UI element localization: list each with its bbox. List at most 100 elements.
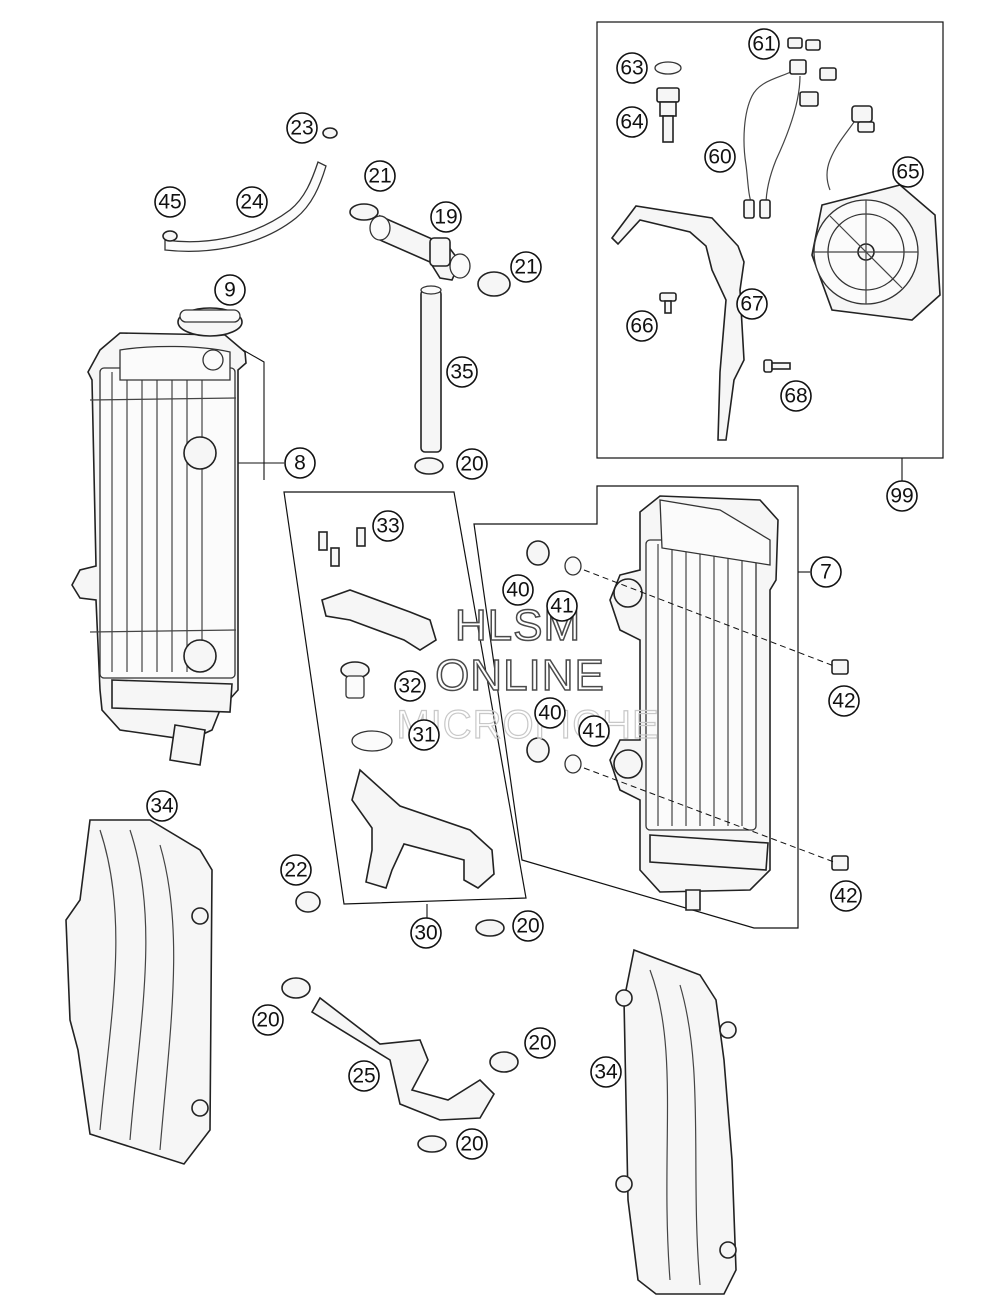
svg-text:40: 40 bbox=[538, 702, 561, 725]
svg-text:41: 41 bbox=[550, 595, 573, 618]
thermostat-housing-lower bbox=[351, 768, 495, 889]
svg-text:23: 23 bbox=[290, 117, 313, 140]
svg-text:35: 35 bbox=[450, 361, 473, 384]
callout-42-upper: 42 bbox=[828, 685, 860, 717]
bolt-42-lower bbox=[831, 855, 849, 871]
callout-40-upper: 40 bbox=[502, 574, 534, 606]
callout-65: 65 bbox=[892, 156, 924, 188]
callout-68: 68 bbox=[780, 380, 812, 412]
clamp-20-left bbox=[281, 977, 311, 999]
o-ring-31 bbox=[351, 730, 393, 752]
svg-text:68: 68 bbox=[784, 385, 807, 408]
svg-text:19: 19 bbox=[434, 206, 457, 229]
bolt-66 bbox=[659, 292, 677, 314]
svg-text:9: 9 bbox=[224, 279, 236, 302]
washer-41-upper bbox=[564, 556, 582, 576]
svg-text:60: 60 bbox=[708, 146, 731, 169]
svg-text:20: 20 bbox=[460, 1133, 483, 1156]
svg-text:20: 20 bbox=[460, 453, 483, 476]
callout-34-left: 34 bbox=[146, 790, 178, 822]
temp-switch-64 bbox=[656, 87, 680, 143]
callout-9: 9 bbox=[214, 274, 246, 306]
lower-hose-25 bbox=[310, 996, 496, 1121]
thermostat-32 bbox=[340, 661, 370, 699]
callout-20-upper: 20 bbox=[456, 448, 488, 480]
spoiler-34-right bbox=[623, 948, 737, 1295]
callout-63: 63 bbox=[616, 52, 648, 84]
svg-text:21: 21 bbox=[368, 165, 391, 188]
thermostat-housing-upper bbox=[321, 589, 437, 651]
thermostat-kit-frame bbox=[283, 491, 527, 905]
svg-text:66: 66 bbox=[630, 315, 653, 338]
callout-34-right: 34 bbox=[590, 1056, 622, 1088]
callout-20-left: 20 bbox=[252, 1004, 284, 1036]
callout-23: 23 bbox=[286, 112, 318, 144]
callout-35: 35 bbox=[446, 356, 478, 388]
callout-22: 22 bbox=[280, 854, 312, 886]
callout-42-lower: 42 bbox=[830, 880, 862, 912]
bracket-67 bbox=[610, 205, 745, 441]
callout-64: 64 bbox=[616, 106, 648, 138]
callout-20-bottom: 20 bbox=[456, 1128, 488, 1160]
svg-text:25: 25 bbox=[352, 1065, 375, 1088]
callout-99: 99 bbox=[886, 480, 918, 512]
svg-text:7: 7 bbox=[820, 561, 832, 584]
connector-61 bbox=[787, 37, 821, 51]
svg-text:20: 20 bbox=[528, 1032, 551, 1055]
cable-harness-60 bbox=[743, 59, 837, 219]
clamp-45 bbox=[162, 230, 178, 242]
callout-60: 60 bbox=[704, 141, 736, 173]
callout-21-side: 21 bbox=[510, 251, 542, 283]
callout-41-upper: 41 bbox=[546, 590, 578, 622]
svg-text:64: 64 bbox=[620, 111, 644, 134]
callout-7: 7 bbox=[810, 556, 842, 588]
callout-41-lower: 41 bbox=[578, 715, 610, 747]
svg-text:67: 67 bbox=[740, 293, 763, 316]
callout-30: 30 bbox=[410, 917, 442, 949]
watermark-line2: ONLINE bbox=[435, 651, 605, 700]
callout-45: 45 bbox=[154, 186, 186, 218]
svg-text:63: 63 bbox=[620, 57, 643, 80]
pin-68 bbox=[763, 359, 791, 373]
svg-text:34: 34 bbox=[594, 1061, 618, 1084]
washer-41-lower bbox=[564, 754, 582, 774]
fan-kit-frame bbox=[596, 21, 944, 459]
svg-text:65: 65 bbox=[896, 161, 919, 184]
callout-67: 67 bbox=[736, 288, 768, 320]
screws-33 bbox=[318, 527, 366, 567]
clamp-21-side bbox=[477, 271, 511, 297]
callout-31: 31 bbox=[408, 719, 440, 751]
svg-text:99: 99 bbox=[890, 485, 913, 508]
callout-19: 19 bbox=[430, 201, 462, 233]
grommet-40-upper bbox=[526, 540, 550, 566]
callout-33: 33 bbox=[372, 510, 404, 542]
clamp-20-mid bbox=[475, 919, 505, 937]
svg-text:42: 42 bbox=[832, 690, 855, 713]
grommet-40-lower bbox=[526, 737, 550, 763]
clamp-20-right bbox=[489, 1051, 519, 1073]
clamp-20-upper bbox=[414, 457, 444, 475]
svg-text:20: 20 bbox=[256, 1009, 279, 1032]
callout-40-lower: 40 bbox=[534, 697, 566, 729]
clamp-22 bbox=[295, 891, 321, 913]
callout-61: 61 bbox=[748, 28, 780, 60]
svg-text:31: 31 bbox=[412, 724, 435, 747]
callout-25: 25 bbox=[348, 1060, 380, 1092]
svg-text:32: 32 bbox=[398, 675, 421, 698]
callout-32: 32 bbox=[394, 670, 426, 702]
callout-66: 66 bbox=[626, 310, 658, 342]
svg-text:30: 30 bbox=[414, 922, 437, 945]
radiator-right-frame bbox=[473, 485, 799, 929]
radiator-cap-9 bbox=[177, 307, 243, 337]
svg-text:61: 61 bbox=[752, 33, 775, 56]
clamp-23 bbox=[322, 127, 338, 139]
svg-text:22: 22 bbox=[284, 859, 307, 882]
svg-text:42: 42 bbox=[834, 885, 857, 908]
fan-65 bbox=[811, 105, 941, 321]
svg-text:33: 33 bbox=[376, 515, 399, 538]
svg-text:24: 24 bbox=[240, 191, 264, 214]
svg-text:40: 40 bbox=[506, 579, 529, 602]
radiator-right bbox=[609, 495, 779, 911]
svg-text:20: 20 bbox=[516, 915, 539, 938]
